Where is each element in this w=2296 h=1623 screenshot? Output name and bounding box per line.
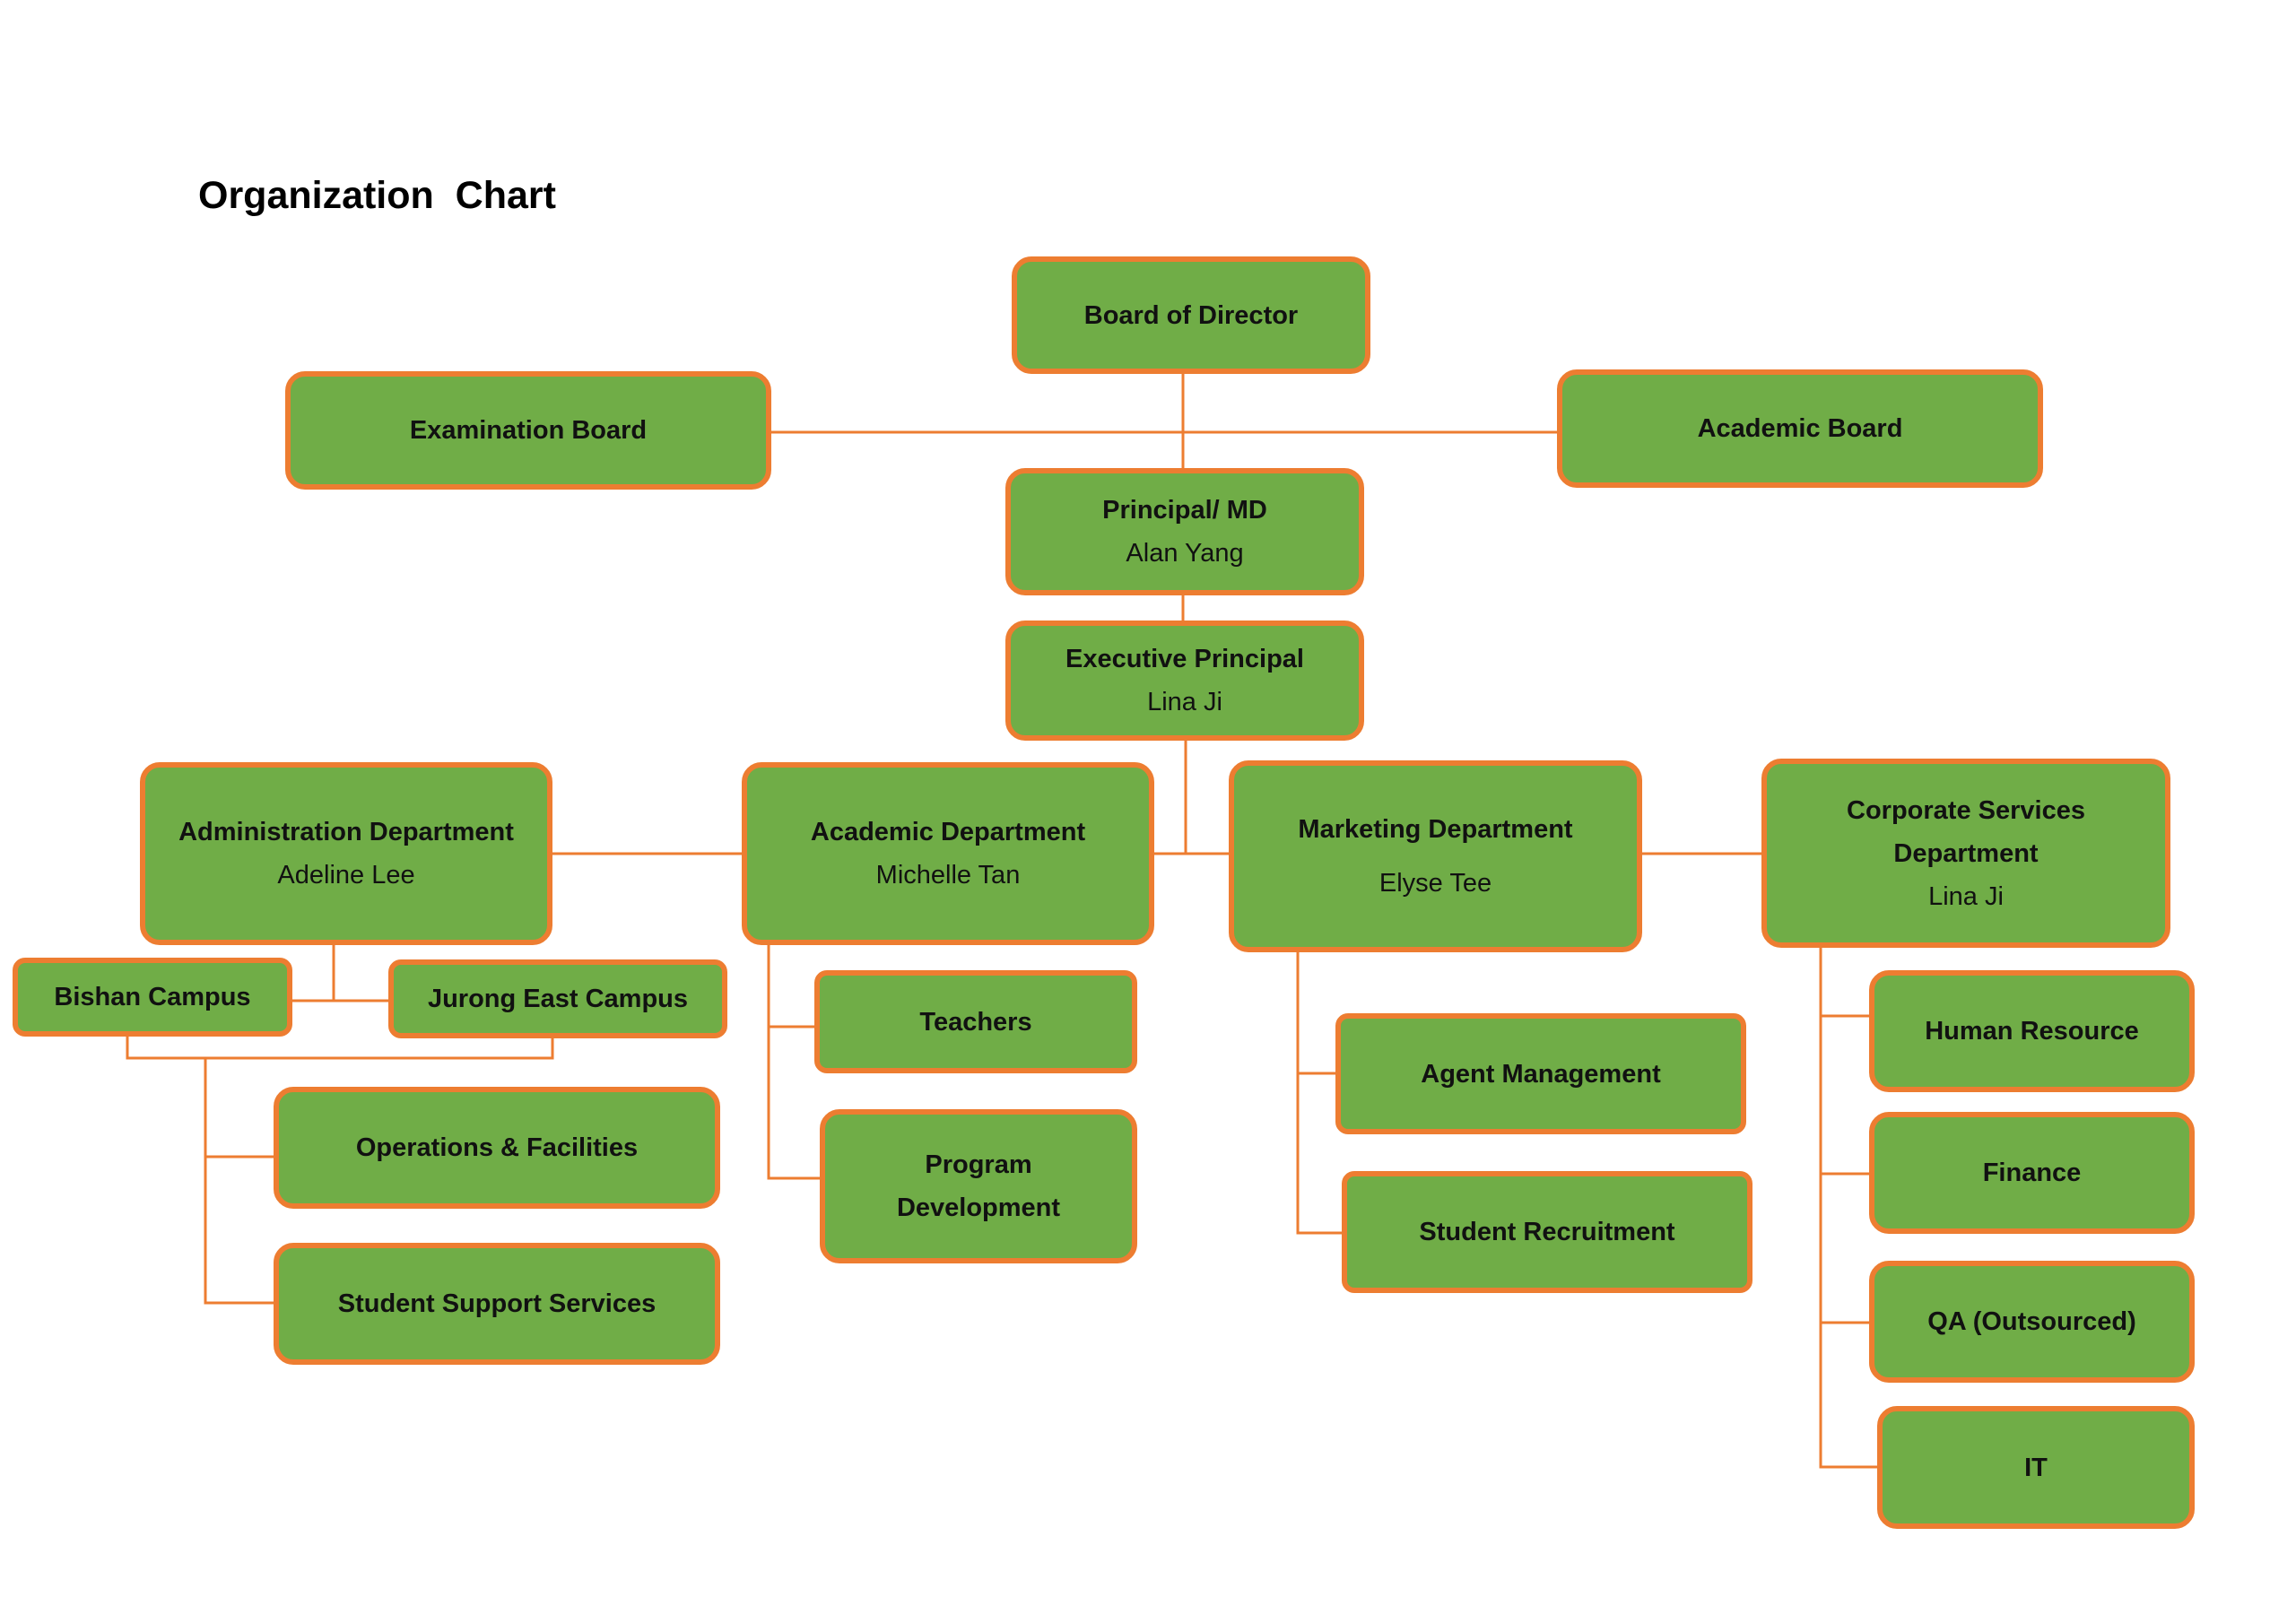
connector-line	[1819, 945, 1881, 1469]
connector-line	[767, 942, 823, 1180]
node-operations-facilities: Operations & Facilities	[274, 1087, 720, 1209]
node-title: Examination Board	[409, 416, 648, 445]
node-title: QA (Outsourced)	[1927, 1307, 2136, 1336]
node-title: Teachers	[919, 1007, 1032, 1037]
node-person: Elyse Tee	[1378, 869, 1492, 898]
node-title: Principal/ MD	[1102, 496, 1267, 525]
node-title: Operations & Facilities	[355, 1133, 639, 1162]
node-academic-board: Academic Board	[1557, 369, 2043, 488]
node-finance: Finance	[1869, 1112, 2195, 1234]
node-title: Human Resource	[1925, 1017, 2139, 1046]
node-person: Alan Yang	[1126, 539, 1244, 568]
node-title: Finance	[1982, 1159, 2082, 1187]
node-jurong-east-campus: Jurong East Campus	[388, 959, 727, 1038]
node-executive-principal: Executive Principal Lina Ji	[1005, 621, 1364, 741]
node-title: Agent Management	[1421, 1059, 1661, 1089]
node-qa-outsourced: QA (Outsourced)	[1869, 1261, 2195, 1383]
node-principal: Principal/ MD Alan Yang	[1005, 468, 1364, 595]
node-board-of-director: Board of Director	[1012, 256, 1370, 374]
node-title: Corporate Services Department	[1847, 795, 2085, 868]
node-title: Academic Board	[1697, 414, 1903, 443]
page-title: Organization Chart	[198, 174, 556, 217]
connector-line	[126, 1035, 554, 1060]
node-title: Executive Principal	[1065, 645, 1304, 673]
node-title: Student Support Services	[337, 1289, 657, 1318]
node-title: IT	[2024, 1453, 2048, 1482]
connector-line	[204, 1058, 277, 1305]
node-person: Adeline Lee	[277, 861, 415, 890]
node-academic-department: Academic Department Michelle Tan	[742, 762, 1154, 945]
node-agent-management: Agent Management	[1335, 1013, 1746, 1134]
node-title: Jurong East Campus	[427, 985, 689, 1013]
node-human-resource: Human Resource	[1869, 970, 2195, 1092]
node-title: Academic Department	[810, 818, 1086, 846]
node-corporate-services-department: Corporate Services Department Lina Ji	[1761, 759, 2170, 948]
node-student-support-services: Student Support Services	[274, 1243, 720, 1365]
node-bishan-campus: Bishan Campus	[13, 958, 292, 1037]
node-administration-department: Administration Department Adeline Lee	[140, 762, 552, 945]
node-title: Marketing Department	[1298, 815, 1573, 844]
node-marketing-department: Marketing Department Elyse Tee	[1229, 760, 1642, 952]
node-person: Michelle Tan	[875, 861, 1021, 890]
node-title: Student Recruitment	[1419, 1218, 1675, 1246]
node-title: Administration Department	[178, 818, 514, 846]
node-title: Board of Director	[1083, 300, 1299, 330]
node-title: Program Development	[896, 1150, 1061, 1222]
connector-line	[1296, 950, 1345, 1235]
node-student-recruitment: Student Recruitment	[1342, 1171, 1752, 1293]
node-program-development: Program Development	[820, 1109, 1137, 1263]
node-it: IT	[1877, 1406, 2195, 1529]
node-examination-board: Examination Board	[285, 371, 771, 490]
node-person: Lina Ji	[1147, 688, 1222, 716]
node-teachers: Teachers	[814, 970, 1137, 1073]
node-person: Lina Ji	[1928, 881, 2004, 911]
node-title: Bishan Campus	[54, 983, 251, 1011]
